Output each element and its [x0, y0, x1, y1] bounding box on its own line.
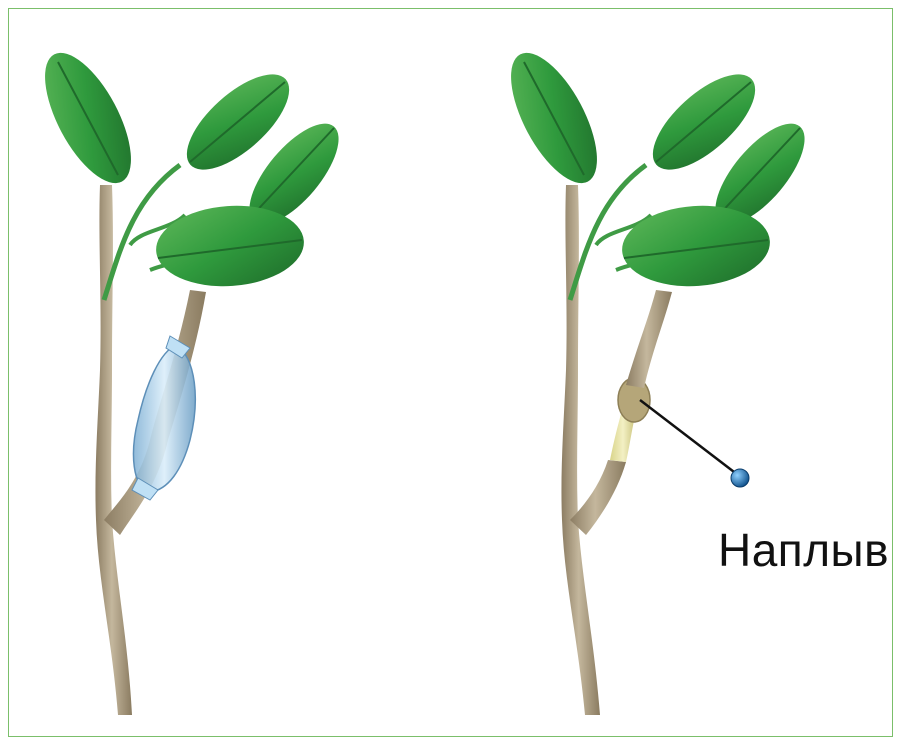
right-rootstock	[570, 460, 626, 535]
left-plant	[28, 40, 354, 715]
right-scion	[626, 290, 672, 388]
graft-wrap	[134, 345, 196, 492]
callout-leader-line	[640, 400, 738, 475]
right-plant	[494, 40, 820, 715]
callout-label-swelling: Наплыв	[718, 527, 889, 573]
callout-pin-icon	[731, 469, 749, 487]
